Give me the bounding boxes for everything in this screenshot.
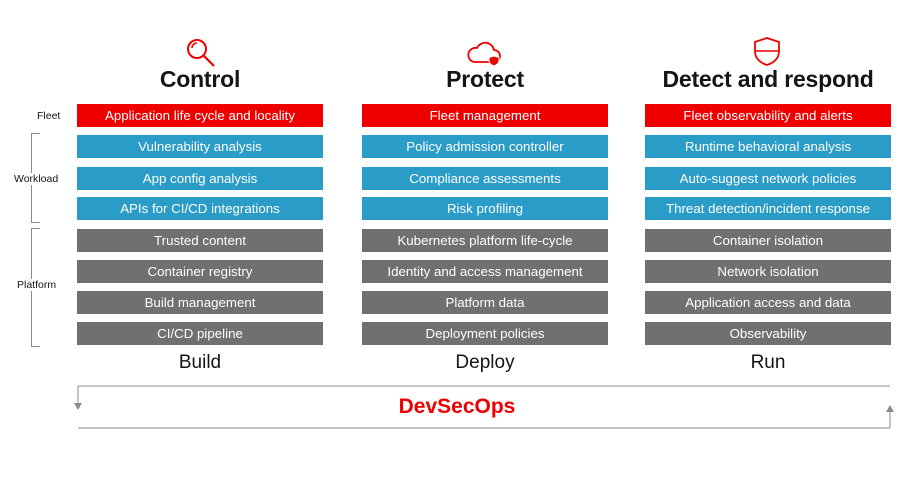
cloud-shield-icon (464, 34, 504, 74)
fleet-cell: Fleet observability and alerts (645, 104, 891, 127)
workload-cell: Runtime behavioral analysis (645, 135, 891, 158)
row-label-workload: Workload (13, 173, 60, 185)
platform-cell: Kubernetes platform life-cycle (362, 229, 608, 252)
platform-cell: Application access and data (645, 291, 891, 314)
column-footer-run: Run (750, 352, 786, 373)
platform-cell: Deployment policies (362, 322, 608, 345)
row-label-platform: Platform (16, 279, 58, 291)
shield-icon (748, 34, 788, 74)
devsecops-label: DevSecOps (398, 395, 516, 418)
platform-cell: Build management (77, 291, 323, 314)
workload-cell: Policy admission controller (362, 135, 608, 158)
workload-cell: Auto-suggest network policies (645, 167, 891, 190)
magnifier-icon (180, 34, 220, 74)
workload-cell: Threat detection/incident response (645, 197, 891, 220)
column-title-protect: Protect (446, 66, 524, 92)
row-label-fleet: Fleet (37, 110, 61, 122)
column-footer-build: Build (178, 352, 222, 373)
workload-cell: App config analysis (77, 167, 323, 190)
platform-cell: Platform data (362, 291, 608, 314)
platform-cell: Container isolation (645, 229, 891, 252)
column-title-detect-and-respond: Detect and respond (662, 66, 874, 92)
workload-cell: Compliance assessments (362, 167, 608, 190)
column-title-control: Control (159, 66, 241, 92)
platform-cell: CI/CD pipeline (77, 322, 323, 345)
column-footer-deploy: Deploy (455, 352, 515, 373)
platform-cell: Trusted content (77, 229, 323, 252)
workload-cell: Risk profiling (362, 197, 608, 220)
platform-cell: Identity and access management (362, 260, 608, 283)
platform-cell: Container registry (77, 260, 323, 283)
platform-cell: Network isolation (645, 260, 891, 283)
workload-cell: Vulnerability analysis (77, 135, 323, 158)
fleet-cell: Fleet management (362, 104, 608, 127)
fleet-cell: Application life cycle and locality (77, 104, 323, 127)
workload-cell: APIs for CI/CD integrations (77, 197, 323, 220)
platform-cell: Observability (645, 322, 891, 345)
